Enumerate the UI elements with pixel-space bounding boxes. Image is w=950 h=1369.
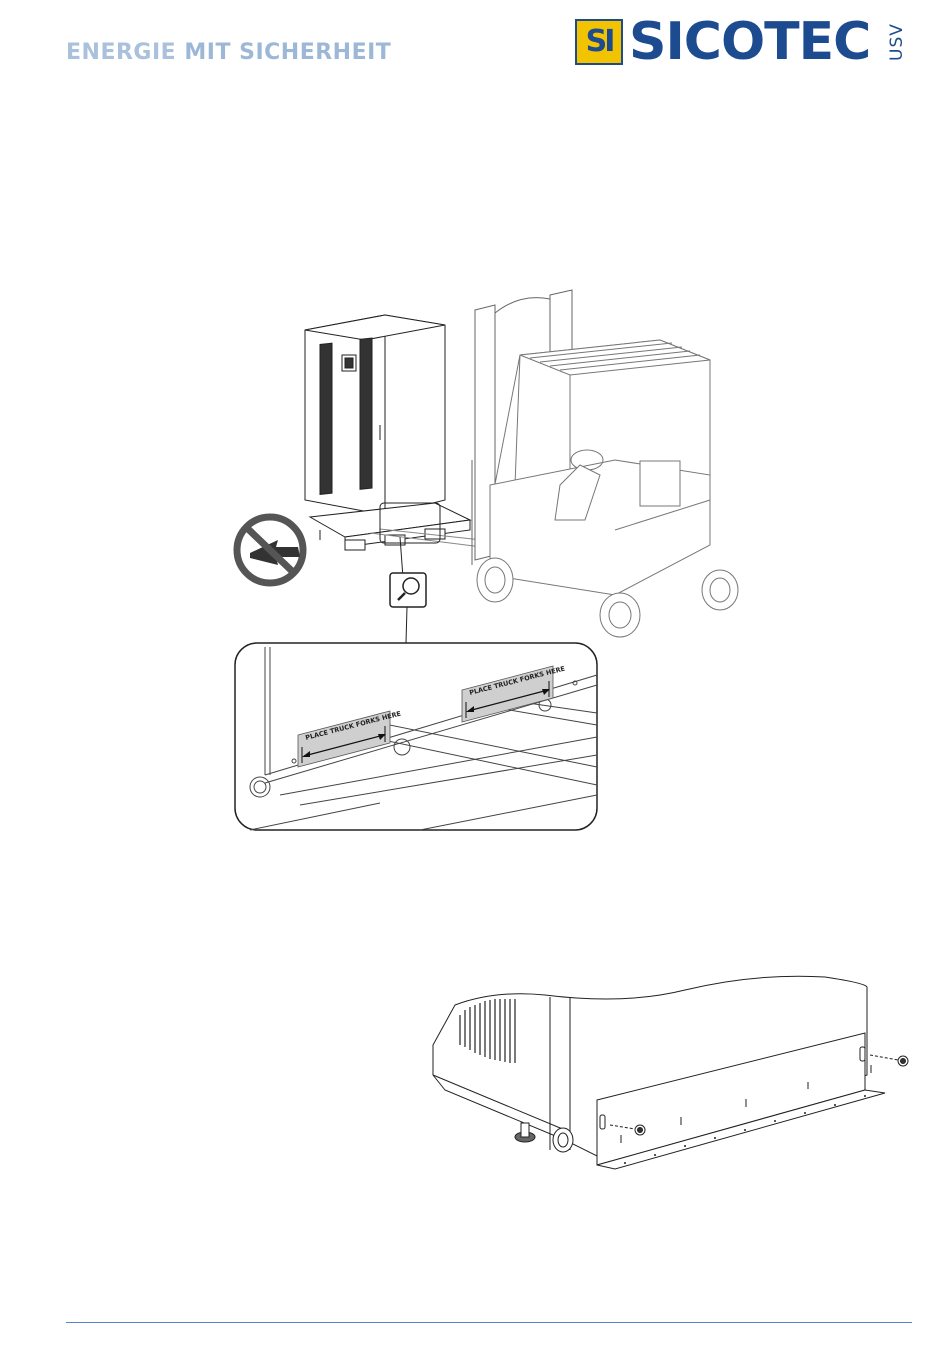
sicotec-logo: SI SICOTEC USV <box>575 16 915 72</box>
magnifier-icon <box>390 537 426 643</box>
forklift-figure: PLACE TRUCK FORKS HERE PLACE TRUCK FORKS… <box>220 285 760 845</box>
tagline: ENERGIE MIT SICHERHEIT <box>66 40 391 65</box>
logo-suffix: USV <box>887 20 907 64</box>
logo-mark: SI <box>577 21 621 63</box>
detail-panel: PLACE TRUCK FORKS HERE PLACE TRUCK FORKS… <box>235 643 597 830</box>
tagline-part1: ENERGIE <box>66 40 176 65</box>
no-push-icon <box>237 517 303 583</box>
forklift-body <box>477 340 738 637</box>
bracket-assembly-figure <box>425 965 915 1185</box>
logo-wordmark: SICOTEC <box>629 12 870 72</box>
tagline-part2: MIT SICHERHEIT <box>184 40 391 65</box>
logo-mark-box: SI <box>575 19 623 65</box>
ups-cabinet <box>305 315 445 515</box>
footer-divider <box>66 1322 912 1323</box>
pallet <box>310 503 482 550</box>
